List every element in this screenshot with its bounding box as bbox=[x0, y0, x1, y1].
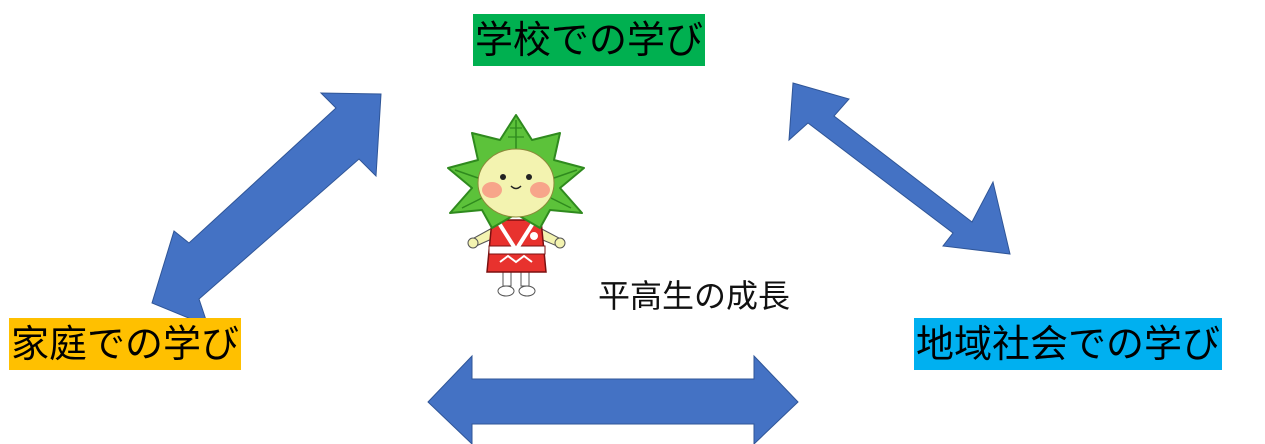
community-learning-label: 地域社会での学び bbox=[914, 318, 1223, 370]
student-growth-label: 平高生の成長 bbox=[598, 277, 791, 315]
school-learning-label: 学校での学び bbox=[473, 14, 706, 66]
arrow-home-community bbox=[427, 354, 799, 444]
home-learning-label: 家庭での学び bbox=[9, 318, 242, 370]
arrow-school-community bbox=[788, 82, 1011, 255]
leaf-mascot-icon bbox=[447, 114, 585, 297]
arrow-school-home bbox=[151, 92, 382, 327]
